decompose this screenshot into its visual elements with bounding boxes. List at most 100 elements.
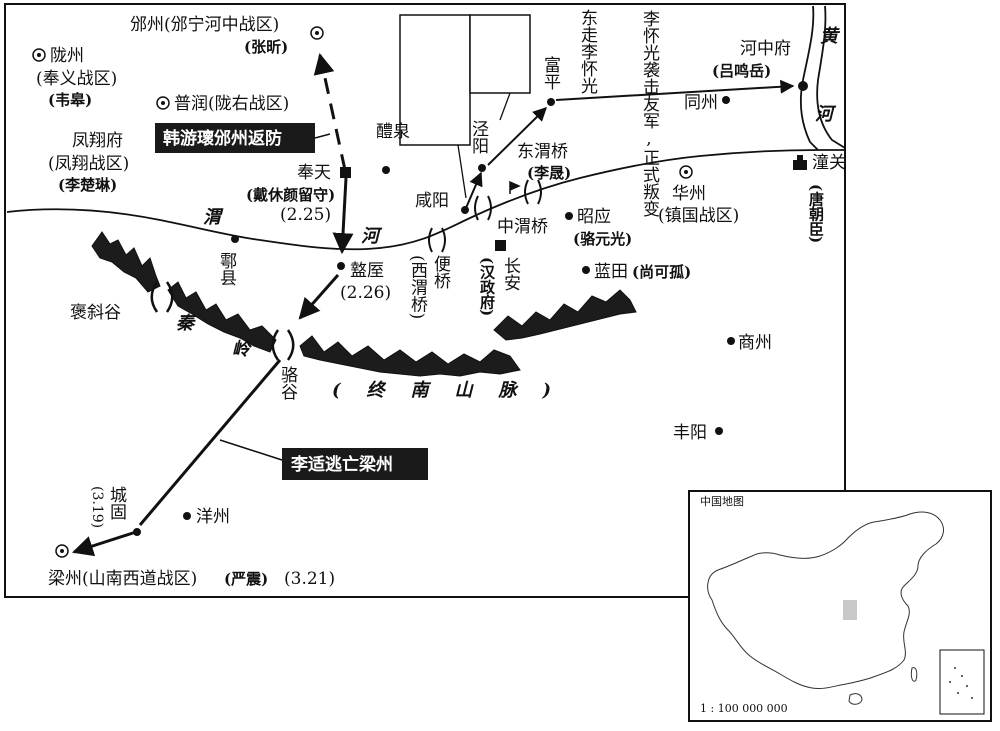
label-fengxiang-cmd: (李楚琳) — [58, 176, 117, 194]
shangzhou-dot — [727, 337, 735, 345]
mountain-qin: 秦 — [176, 313, 197, 334]
route-han-youhuai — [313, 52, 347, 171]
routes — [72, 52, 354, 557]
route-zhouzhi-luogu — [298, 274, 340, 320]
inset-map: 中国地图 1 : 100 000 000 — [688, 490, 992, 722]
hainan-island — [848, 693, 863, 705]
lantian-dot — [582, 266, 590, 274]
yangzhou-dot — [183, 512, 191, 520]
binzhou-marker — [310, 26, 324, 40]
yellow-river-name-1: 黄 — [820, 26, 841, 47]
flee-box — [282, 448, 428, 480]
flee-label: 李适逃亡梁州 — [291, 454, 393, 475]
tongzhou-dot — [722, 96, 730, 104]
label-tongzhou: 同州 — [684, 93, 718, 113]
south-sea-islands — [949, 667, 973, 699]
inset-title: 中国地图 — [700, 495, 744, 508]
label-liangzhou: 梁州(山南西道战区) — [48, 569, 197, 589]
label-dongweiqiao-cmd: (李晟) — [527, 164, 571, 182]
label-fengxiang-zone: (凤翔战区) — [48, 154, 129, 174]
liangzhou-marker — [55, 544, 69, 558]
wei-river — [6, 149, 845, 251]
route-luogu-chenggu — [138, 359, 282, 526]
label-tongguan-cmd: (唐朝臣) — [807, 184, 825, 243]
inset-scale: 1 : 100 000 000 — [700, 702, 788, 715]
label-liangzhou-cmd: (严震) — [224, 570, 268, 588]
purun-marker — [156, 96, 170, 110]
label-binzhou-cmd: (张昕) — [244, 38, 288, 56]
jingyang-dot — [478, 164, 486, 172]
label-xianyang: 咸阳 — [415, 191, 449, 211]
fengtian-marker — [340, 167, 351, 178]
liquan-dot — [382, 166, 390, 174]
label-longzhou-cmd: (韦皋) — [48, 91, 92, 109]
label-dongweiqiao: 东渭桥 — [517, 142, 568, 162]
huxian-dot — [231, 235, 239, 243]
wei-river-name-2: 河 — [361, 226, 383, 247]
route-lhg-jingyang-fuping — [487, 107, 547, 166]
changan-marker — [495, 240, 506, 251]
han-retreat-box — [155, 123, 315, 153]
huazhou-marker — [679, 165, 693, 179]
label-binzhou: 邠州(邠宁河中战区) — [130, 15, 279, 35]
label-hezhongfu: 河中府 — [740, 39, 791, 59]
label-fengtian-cmd: (戴休颜留守) — [246, 186, 335, 204]
callout-revolt-box — [399, 14, 471, 146]
label-longzhou: 陇州 — [50, 46, 84, 66]
taiwan-island — [910, 667, 918, 682]
pass-marks — [150, 281, 295, 361]
label-changan-cmd: (汉政府) — [478, 257, 496, 316]
label-chenggu: 城固 — [106, 486, 127, 520]
label-yangzhou: 洋州 — [196, 507, 230, 527]
route-lhg-xianyang-jingyang — [465, 171, 483, 209]
label-changan: 长安 — [500, 257, 521, 291]
bridge-marks — [428, 179, 542, 253]
label-huazhou: 华州 — [672, 184, 706, 204]
label-lantian: 蓝田 — [594, 262, 628, 282]
label-shangzhou: 商州 — [738, 333, 772, 353]
label-liangzhou-date: (3.21) — [284, 569, 335, 589]
label-fengxiang: 凤翔府 — [72, 131, 123, 151]
south-sea-inset — [939, 649, 985, 715]
label-huazhou-zone: (镇国战区) — [658, 206, 739, 226]
chenggu-dot — [133, 528, 141, 536]
han-retreat-label: 韩游瓌邠州返防 — [163, 128, 282, 149]
label-baoxiegu: 褒斜谷 — [70, 303, 121, 323]
label-longzhou-zone: (奉义战区) — [36, 69, 117, 89]
region-highlight — [843, 600, 857, 620]
dongweiqiao-flag — [509, 180, 521, 194]
yellow-river-east-bank — [816, 5, 846, 149]
label-chenggu-date: (3.19) — [89, 486, 105, 528]
label-fengtian: 奉天 — [297, 163, 331, 183]
tongguan-marker — [793, 155, 807, 170]
callout-east-box — [469, 14, 531, 94]
label-lantian-cmd: (尚可孤) — [632, 263, 691, 281]
label-huxian: 鄠县 — [216, 252, 237, 286]
route-lhg-fuping-hezhong — [555, 79, 795, 101]
label-luogu: 骆谷 — [277, 366, 298, 400]
xianyang-dot — [461, 206, 469, 214]
mountain-ling: 岭 — [232, 339, 253, 360]
label-purun: 普润(陇右战区) — [174, 94, 289, 114]
longzhou-marker — [32, 48, 46, 62]
label-fengyang: 丰阳 — [673, 423, 707, 443]
routes-thin — [465, 79, 795, 209]
route-fengtian-zhouzhi — [332, 177, 354, 255]
label-zhouzhi-date: (2.26) — [340, 283, 391, 303]
label-zhouzhi: 盩厔 — [350, 261, 384, 281]
fengyang-dot — [715, 427, 723, 435]
label-zhaoying-cmd: (骆元光) — [573, 230, 632, 248]
route-chenggu-liangzhou — [72, 530, 137, 557]
qinling-mountains — [91, 231, 637, 377]
label-bianqiao-alt: (西渭桥) — [407, 255, 428, 319]
zhouzhi-dot — [337, 262, 345, 270]
label-jingyang: 泾阳 — [468, 120, 489, 154]
fuping-dot — [547, 98, 555, 106]
map-symbols — [32, 26, 808, 558]
label-bianqiao: 便桥 — [430, 255, 451, 289]
china-outline — [707, 511, 944, 689]
label-fuping: 富平 — [540, 56, 561, 90]
label-fengtian-date: (2.25) — [280, 205, 331, 225]
